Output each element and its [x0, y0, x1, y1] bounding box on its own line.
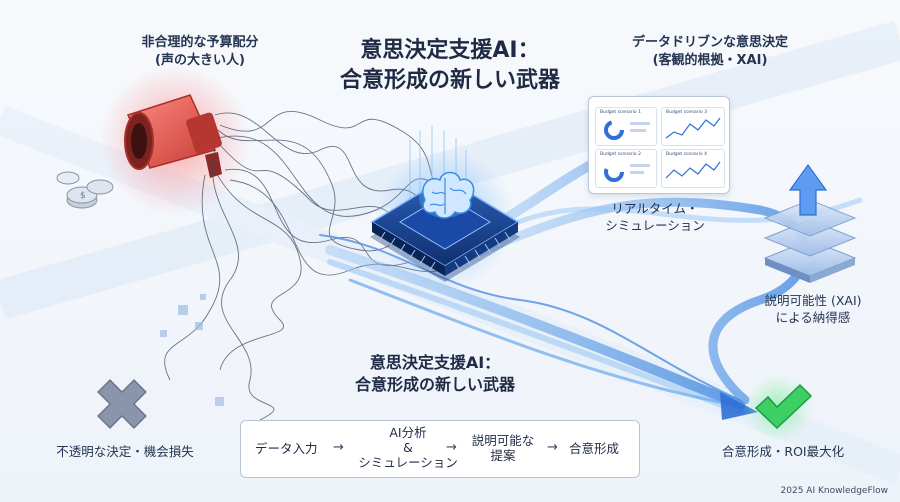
flow-step-explainable-proposal: 説明可能な 提案 — [463, 433, 543, 463]
flow-arrow: → — [333, 440, 344, 455]
flow-arrow: → — [547, 440, 558, 455]
center-title-line1: 意思決定支援AI： — [369, 353, 501, 372]
xai-label-line1: 説明可能性 (XAI) — [764, 293, 862, 308]
process-flow-box: データ入力 → AI分析 & シミュレーション → 説明可能な 提案 → 合意形… — [240, 420, 640, 478]
dashboard-panel: Budget scenario 1 Budget scenario 3 Budg… — [588, 96, 730, 194]
svg-text:$: $ — [80, 191, 86, 201]
dashboard-card: Budget scenario 3 — [661, 107, 725, 146]
left-top-label-line2: (声の大きい人) — [155, 53, 245, 68]
flow-step-explainable-proposal-line1: 説明可能な — [471, 433, 535, 448]
realtime-label-line1: リアルタイム・ — [611, 201, 699, 216]
layer-stack-icon — [763, 199, 857, 283]
realtime-label: リアルタイム・ シミュレーション — [590, 200, 720, 234]
right-top-label: データドリブンな意思決定 (客観的根拠・XAI) — [610, 34, 810, 70]
flow-step-consensus: 合意形成 — [569, 441, 620, 456]
flow-step-explainable-proposal-line2: 提案 — [490, 448, 516, 463]
flow-arrow: → — [446, 440, 457, 455]
dashboard-card-title: Budget scenario 1 — [600, 110, 641, 115]
cross-icon — [97, 379, 147, 429]
xai-label: 説明可能性 (XAI) による納得感 — [748, 292, 878, 326]
flow-step-ai-analysis-line2: & — [403, 440, 413, 455]
center-title: 意思決定支援AI： 合意形成の新しい武器 — [330, 352, 540, 396]
main-title-line2: 合意形成の新しい武器 — [339, 68, 560, 93]
right-top-label-line1: データドリブンな意思決定 — [631, 35, 788, 50]
check-icon — [754, 383, 813, 430]
dashboard-card-title: Budget scenario 2 — [600, 152, 641, 157]
flow-step-ai-analysis-line3: シミュレーション — [358, 455, 458, 470]
xai-label-line2: による納得感 — [775, 310, 851, 325]
right-bottom-label: 合意形成・ROI最大化 — [721, 444, 845, 459]
dashboard-card: Budget scenario 4 — [661, 149, 725, 188]
brain-icon — [419, 171, 475, 219]
coins-icon: $ — [56, 171, 114, 209]
dashboard-card: Budget scenario 1 — [595, 107, 657, 146]
main-title-line1: 意思決定支援AI： — [360, 38, 540, 63]
megaphone-icon — [124, 94, 222, 178]
credit-text: 2025 AI KnowledgeFlow — [780, 486, 888, 496]
flow-step-data-input: データ入力 — [255, 441, 318, 456]
ai-chip-icon — [370, 177, 520, 282]
center-title-line2: 合意形成の新しい武器 — [354, 375, 515, 394]
up-arrow-icon — [788, 163, 828, 216]
left-bottom-label: 不透明な決定・機会損失 — [56, 444, 194, 459]
realtime-label-line2: シミュレーション — [605, 218, 705, 233]
dashboard-card-title: Budget scenario 4 — [666, 152, 707, 157]
dashboard-card-title: Budget scenario 3 — [666, 110, 707, 115]
left-top-label-line1: 非合理的な予算配分 — [141, 35, 259, 50]
scattered-squares — [160, 294, 224, 406]
flow-step-ai-analysis-line1: AI分析 — [389, 425, 427, 440]
flow-step-ai-analysis: AI分析 & シミュレーション — [353, 425, 463, 470]
main-title: 意思決定支援AI： 合意形成の新しい武器 — [330, 36, 570, 96]
right-top-label-line2: (客観的根拠・XAI) — [652, 53, 768, 68]
left-top-label: 非合理的な予算配分 (声の大きい人) — [130, 34, 270, 70]
dashboard-card: Budget scenario 2 — [595, 149, 657, 188]
